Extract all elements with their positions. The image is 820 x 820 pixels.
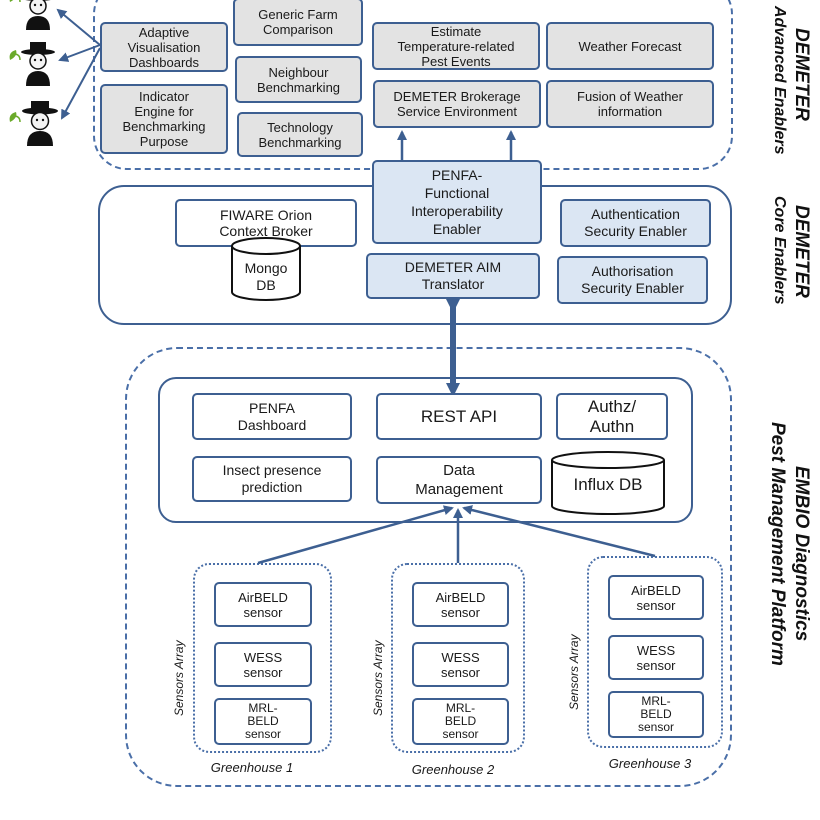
influx-db-cylinder: Influx DB [550, 450, 666, 516]
penfa-dashboard-box: PENFA Dashboard [192, 393, 352, 440]
adaptive-visualisation-dashboards-box: Adaptive Visualisation Dashboards [100, 22, 228, 72]
advanced-enablers-subtitle: Advanced Enablers [771, 6, 788, 155]
brokerage-service-environment-box: DEMETER Brokerage Service Environment [373, 80, 541, 128]
authorisation-security-enabler-box: Authorisation Security Enabler [557, 256, 708, 304]
estimate-temperature-pest-events-box: Estimate Temperature-related Pest Events [372, 22, 540, 70]
neighbour-benchmarking-box: Neighbour Benchmarking [235, 56, 362, 103]
farmer-2-connector [58, 44, 101, 62]
core-enablers-subtitle: Core Enablers [771, 196, 788, 305]
mongo-db-label: Mongo DB [244, 260, 288, 293]
influx-db-label: Influx DB [573, 475, 643, 494]
technology-benchmarking-box: Technology Benchmarking [237, 112, 363, 157]
embio-inner-panel [158, 377, 693, 523]
greenhouse-2-label: Greenhouse 2 [411, 762, 495, 777]
advanced-enablers-title: DEMETER [791, 28, 812, 121]
gh3-airbeld-sensor-box: AirBELD sensor [608, 575, 704, 620]
greenhouse-3-connector [462, 505, 656, 558]
rest-api-box: REST API [376, 393, 542, 440]
core-enablers-title: DEMETER [791, 205, 812, 298]
generic-farm-comparison-box: Generic Farm Comparison [233, 0, 363, 46]
embio-platform-region [125, 347, 732, 787]
data-management-box: Data Management [376, 456, 542, 504]
embio-platform-subtitle: Pest Management Platform [767, 422, 788, 666]
mongo-db-cylinder: Mongo DB [230, 236, 302, 302]
gh2-sensors-array-label: Sensors Array [371, 640, 385, 716]
indicator-engine-box: Indicator Engine for Benchmarking Purpos… [100, 84, 228, 154]
farmer-icon-2 [8, 42, 56, 86]
greenhouse-3-container [587, 556, 723, 748]
greenhouse-1-container [193, 563, 332, 753]
greenhouse-2-container [391, 563, 525, 753]
greenhouse-1-label: Greenhouse 1 [210, 760, 294, 775]
gh2-airbeld-sensor-box: AirBELD sensor [412, 582, 509, 627]
fusion-weather-information-box: Fusion of Weather information [546, 80, 714, 128]
gh3-sensors-array-label: Sensors Array [567, 634, 581, 710]
farmer-3-connector [61, 47, 101, 120]
farmer-1-connector [56, 8, 101, 46]
gh1-mrl-beld-sensor-box: MRL- BELD sensor [214, 698, 312, 745]
farmer-icon-3 [8, 100, 60, 146]
gh1-wess-sensor-box: WESS sensor [214, 642, 312, 687]
gh1-sensors-array-label: Sensors Array [172, 640, 186, 716]
authz-authn-box: Authz/ Authn [556, 393, 668, 440]
demeter-aim-translator-box: DEMETER AIM Translator [366, 253, 540, 299]
insect-presence-prediction-box: Insect presence prediction [192, 456, 352, 502]
farmer-icon-1 [8, 0, 56, 30]
gh3-mrl-beld-sensor-box: MRL- BELD sensor [608, 691, 704, 738]
gh2-wess-sensor-box: WESS sensor [412, 642, 509, 687]
weather-forecast-box: Weather Forecast [546, 22, 714, 70]
gh1-airbeld-sensor-box: AirBELD sensor [214, 582, 312, 627]
gh3-wess-sensor-box: WESS sensor [608, 635, 704, 680]
penfa-functional-interoperability-enabler-box: PENFA- Functional Interoperability Enabl… [372, 160, 542, 244]
greenhouse-3-label: Greenhouse 3 [608, 756, 692, 771]
authentication-security-enabler-box: Authentication Security Enabler [560, 199, 711, 247]
gh2-mrl-beld-sensor-box: MRL- BELD sensor [412, 698, 509, 745]
embio-platform-title: EMBIO Diagnostics [791, 466, 812, 642]
greenhouse-1-connector [257, 505, 454, 565]
